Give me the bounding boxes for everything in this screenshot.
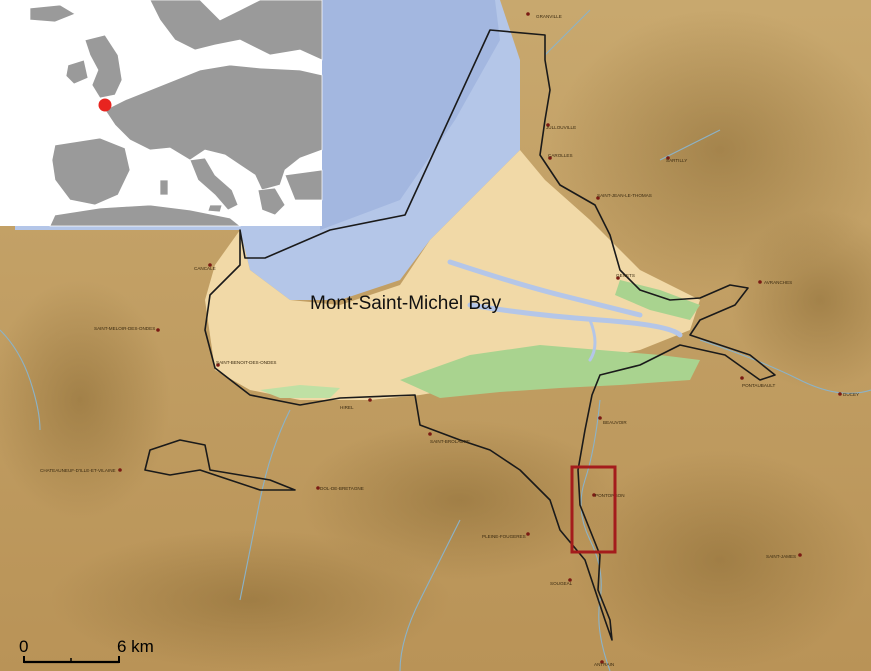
town-carolles: CAROLLES	[548, 153, 573, 158]
rivers	[0, 9, 871, 671]
town-ducey: DUCEY	[843, 392, 859, 397]
town-saint-benoit-des-ondes: SAINT-BENOIT-DES-ONDES	[216, 360, 277, 365]
sea-deep	[320, 0, 500, 230]
bay-label: Mont-Saint-Michel Bay	[310, 293, 502, 314]
town-sougeal: SOUGEAL	[550, 581, 573, 586]
town-antrain: ANTRAIN	[594, 662, 614, 667]
town-chateauneuf: CHATEAUNEUF-D'ILLE-ET-VILAINE	[40, 468, 116, 473]
town-saint-jean-le-thomas: SAINT-JEAN-LE-THOMAS	[597, 193, 652, 198]
site-boundary	[204, 29, 776, 641]
inset-europe-map	[0, 0, 323, 227]
town-hirel: HIREL	[340, 405, 354, 410]
scale-zero-label: 0	[19, 637, 28, 656]
highlight-box	[570, 465, 617, 554]
town-dots	[118, 12, 842, 664]
town-jullouville: JULLOUVILLE	[546, 125, 576, 130]
salt-marsh	[400, 345, 700, 398]
town-genets: GENETS	[616, 273, 635, 278]
terrain-relief	[0, 10, 871, 670]
bay-flats	[205, 150, 700, 400]
town-granville: GRANVILLE	[536, 14, 562, 19]
town-pontaubault: PONTAUBAULT	[742, 383, 775, 388]
site-boundary-enclave	[144, 439, 296, 491]
bay-channels	[447, 259, 683, 362]
inset-location-marker	[98, 98, 112, 112]
town-pontorson: PONTORSON	[595, 493, 625, 498]
town-dol-de-bretagne: DOL-DE-BRETAGNE	[320, 486, 364, 491]
town-labels: GRANVILLE JULLOUVILLE CAROLLES SARTILLY …	[40, 14, 859, 667]
town-sartilly: SARTILLY	[666, 158, 687, 163]
town-saint-broladre: SAINT-BROLADRE	[430, 439, 470, 444]
town-saint-james: SAINT-JAMES	[766, 554, 796, 559]
salt-marsh-west	[260, 385, 340, 398]
town-cancale: CANCALE	[194, 266, 216, 271]
town-avranches: AVRANCHES	[764, 280, 792, 285]
scale-distance-label: 6 km	[117, 637, 154, 656]
salt-marsh-north	[615, 280, 700, 320]
town-pleine-fougeres: PLEINE-FOUGERES	[482, 534, 526, 539]
town-beauvoir: BEAUVOIR	[603, 420, 627, 425]
scale-bar: 0 6 km	[19, 637, 154, 664]
town-saint-meloir-des-ondes: SAINT-MELOIR-DES-ONDES	[94, 326, 155, 331]
